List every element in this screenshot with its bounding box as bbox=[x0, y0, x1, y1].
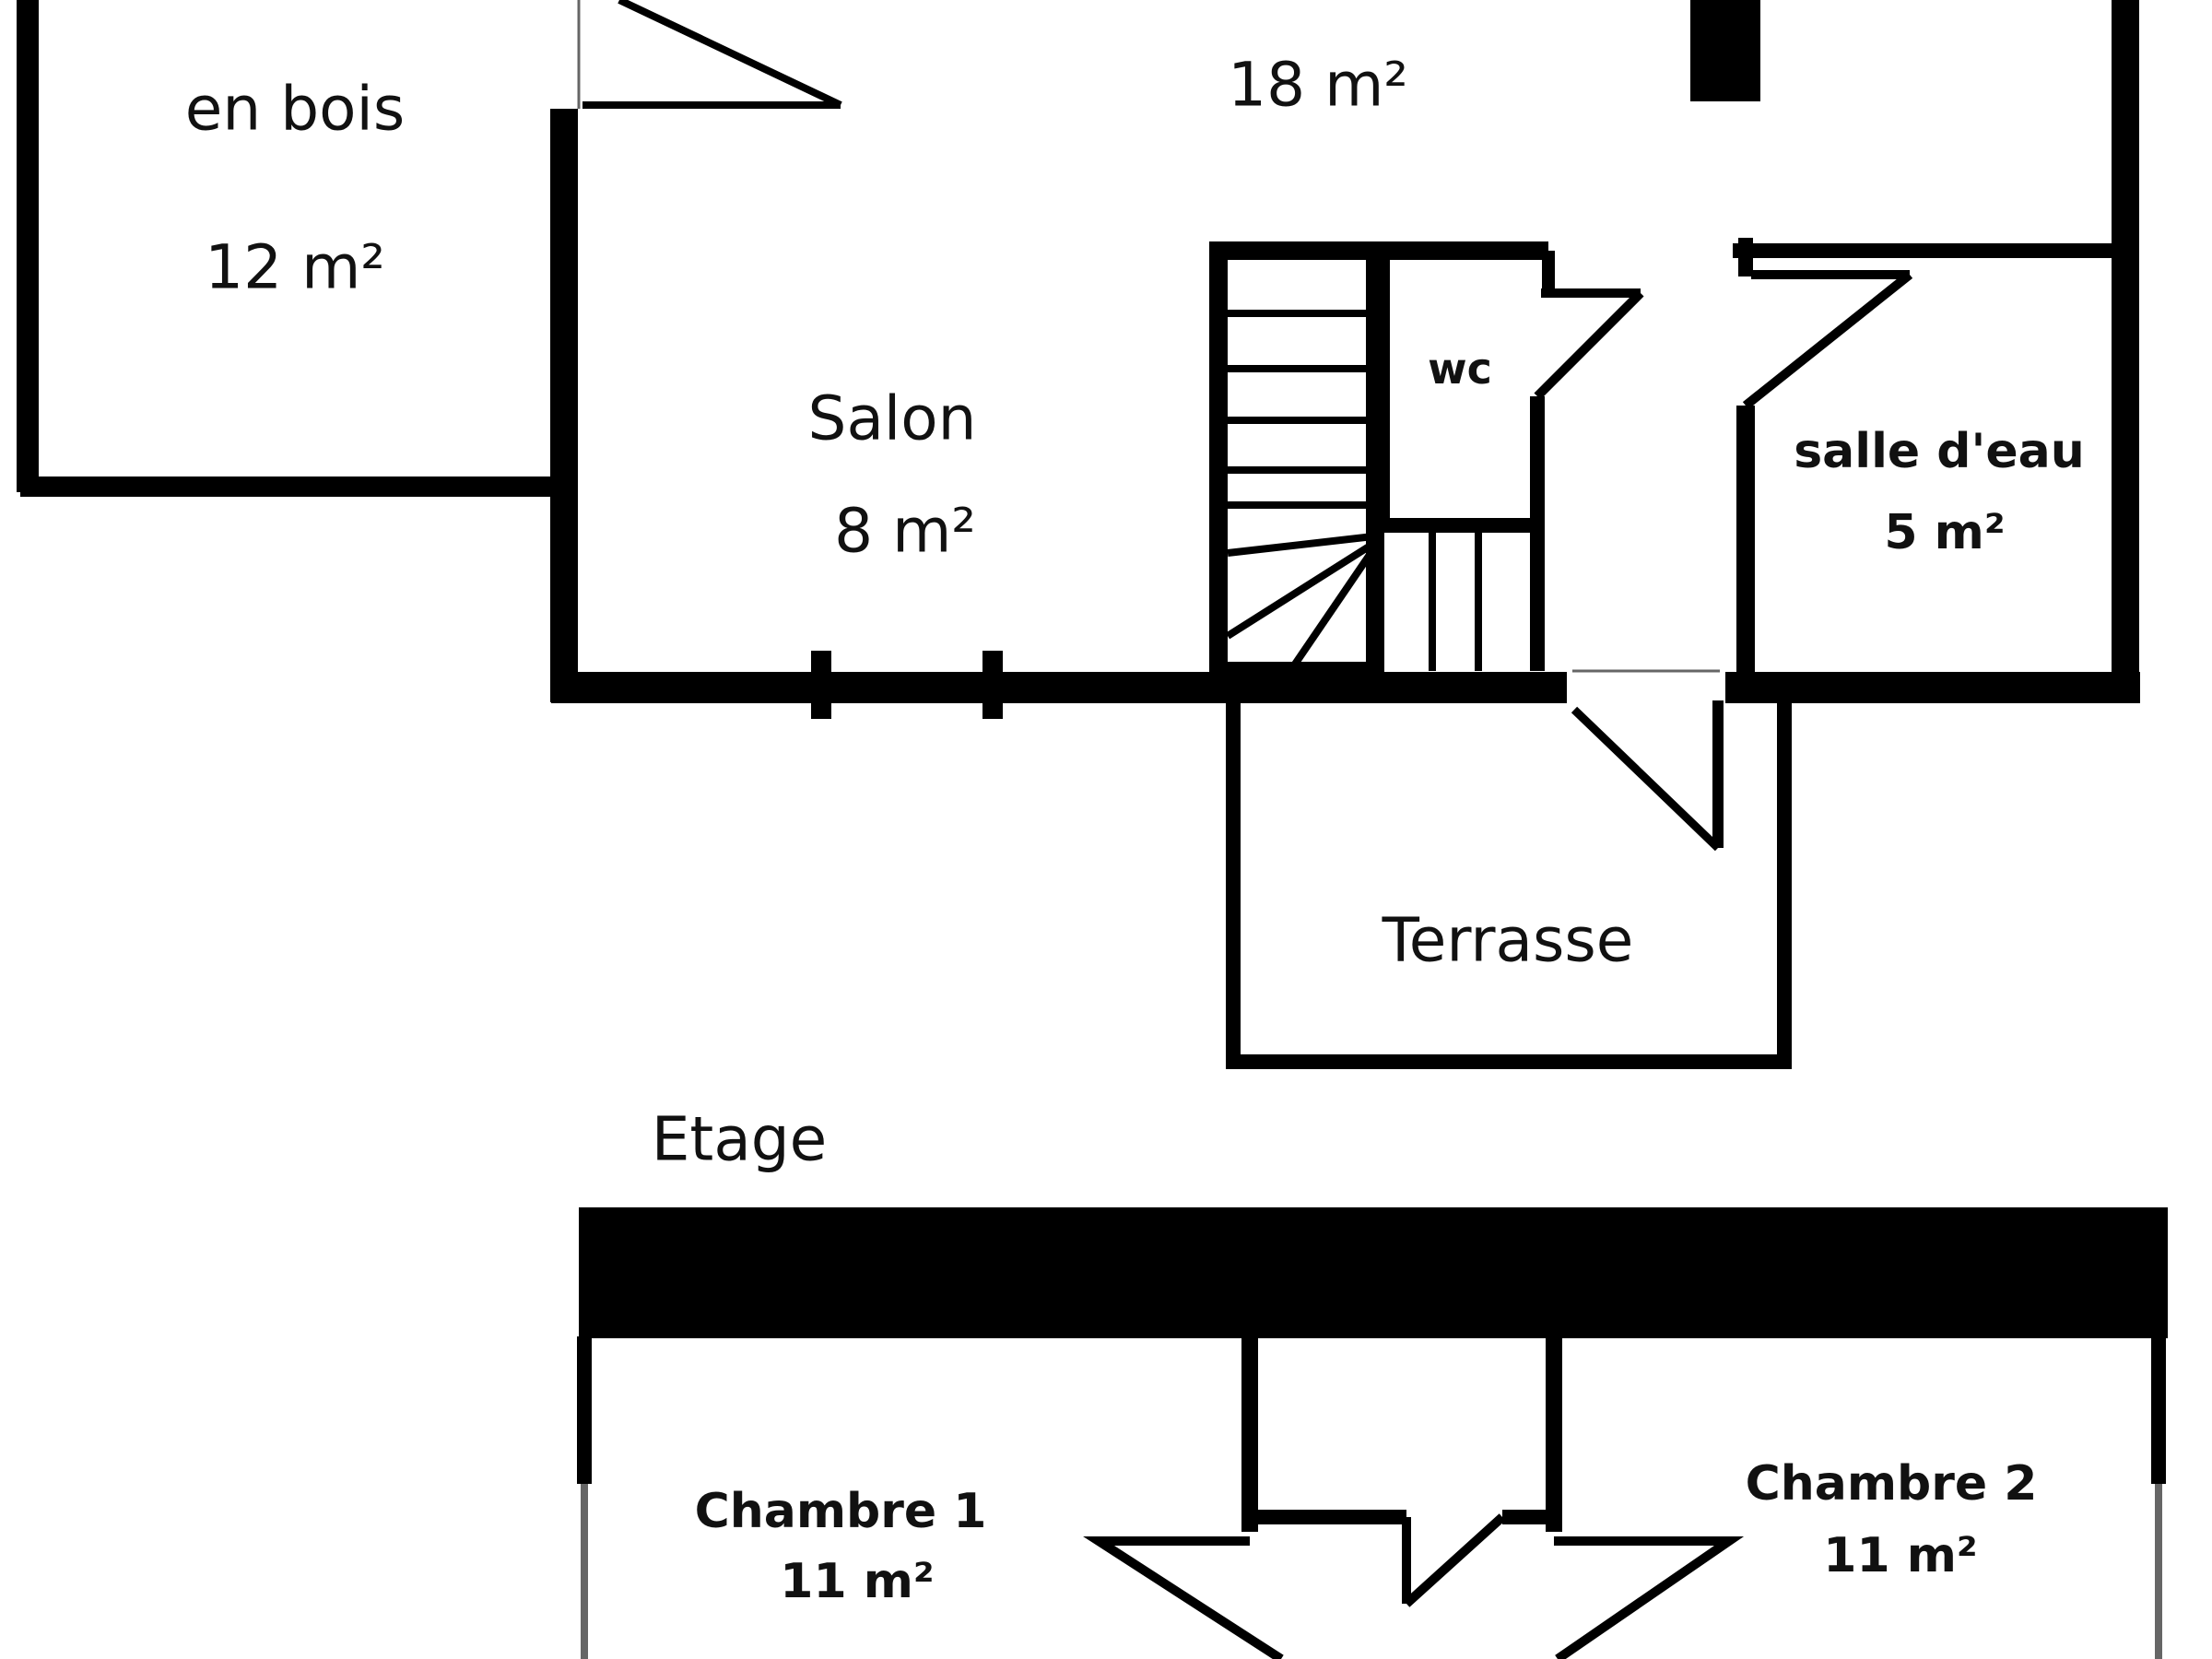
wc-label: wc bbox=[1428, 344, 1492, 394]
abri-area: 12 m² bbox=[205, 231, 385, 303]
sejour-area: 18 m² bbox=[1228, 49, 1408, 121]
salon-label: Salon bbox=[807, 382, 977, 454]
salon-window bbox=[811, 651, 1003, 719]
terrasse-walls bbox=[1226, 700, 1792, 1069]
roof-wall bbox=[579, 1207, 2168, 1338]
chambre2-area: 11 m² bbox=[1823, 1528, 1978, 1583]
wc-walls bbox=[1375, 241, 1644, 671]
entrance-door bbox=[582, 0, 842, 109]
abri-walls bbox=[17, 0, 581, 497]
house-walls bbox=[550, 0, 2140, 703]
upper-walls bbox=[577, 1336, 2166, 1659]
salle-deau-door bbox=[1572, 238, 1913, 682]
salon-area: 8 m² bbox=[834, 495, 976, 567]
ground-floor bbox=[17, 0, 2140, 1069]
chambre1-area: 11 m² bbox=[780, 1554, 935, 1609]
salle-deau-area: 5 m² bbox=[1884, 505, 2006, 560]
staircase bbox=[1209, 241, 1384, 680]
salle-deau-label: salle d'eau bbox=[1794, 424, 2085, 479]
etage-label: Etage bbox=[651, 1103, 828, 1175]
chambre1-label: Chambre 1 bbox=[694, 1484, 987, 1539]
terrasse-label: Terrasse bbox=[1382, 904, 1634, 976]
chambre2-label: Chambre 2 bbox=[1745, 1456, 2038, 1512]
abri-label: en bois bbox=[184, 73, 406, 145]
chimney bbox=[1690, 0, 1760, 101]
upper-floor bbox=[577, 1207, 2168, 1659]
